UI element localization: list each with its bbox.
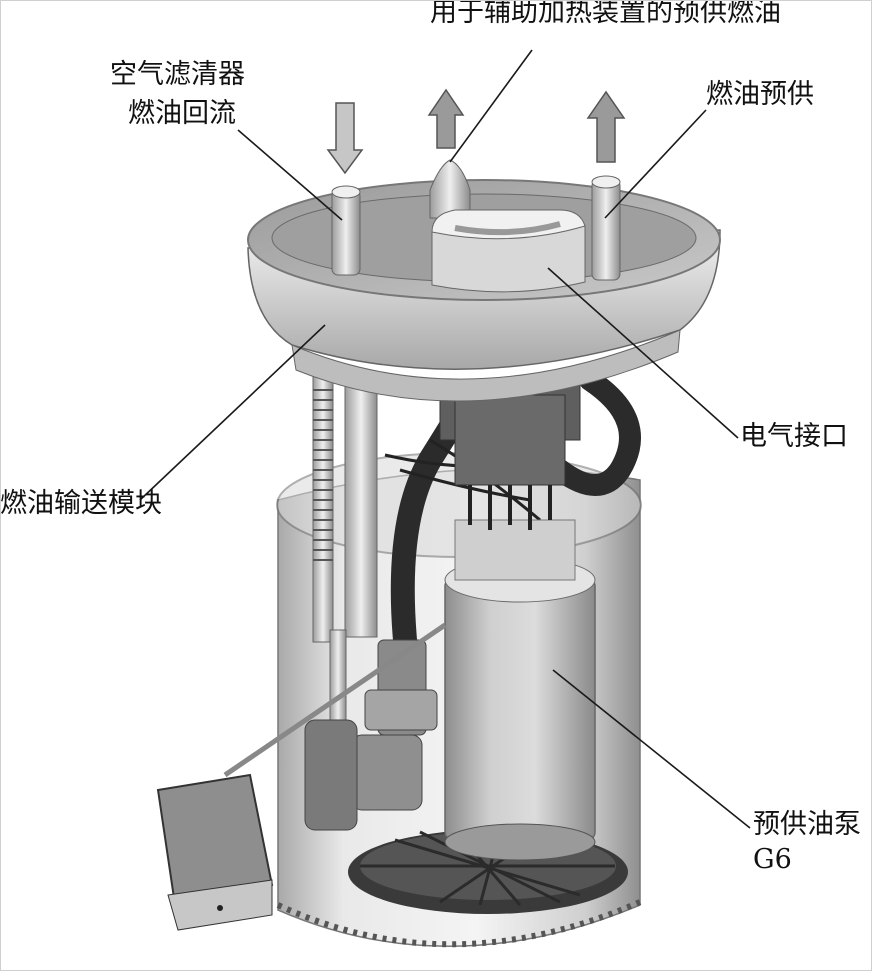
label-fuel-return: 燃油回流	[128, 98, 236, 129]
guide-rods	[312, 371, 378, 726]
nipple-presupply	[591, 175, 621, 281]
leader-lines	[139, 49, 751, 829]
label-pump-code: G6	[753, 844, 792, 875]
arrow-down-icon	[326, 102, 364, 175]
arrow-up-icon	[427, 88, 465, 149]
nipple-aux-heater	[429, 159, 471, 219]
label-presupply-pump: 预供油泵	[753, 809, 861, 840]
label-fuel-presupply: 燃油预供	[706, 79, 814, 110]
label-auxiliary-heater-supply: 用于辅助加热装置的预供燃油	[430, 0, 781, 28]
arrow-up-icon	[586, 90, 626, 163]
nipple-return	[331, 185, 361, 276]
presupply-pump-g6	[444, 519, 596, 861]
leader-presupply	[604, 109, 707, 219]
leader-module	[139, 324, 326, 501]
connector-block	[439, 379, 581, 530]
label-electrical-connector: 电气接口	[740, 421, 848, 452]
label-fuel-delivery-module: 燃油输送模块	[0, 488, 162, 519]
leader-air-filter	[237, 129, 343, 221]
electrical-socket	[431, 209, 586, 293]
leader-electrical	[547, 267, 739, 439]
fuel-level-float	[156, 622, 447, 931]
label-air-filter: 空气滤清器	[110, 59, 245, 90]
leader-pump	[552, 669, 751, 829]
leader-aux-heater	[449, 49, 533, 163]
